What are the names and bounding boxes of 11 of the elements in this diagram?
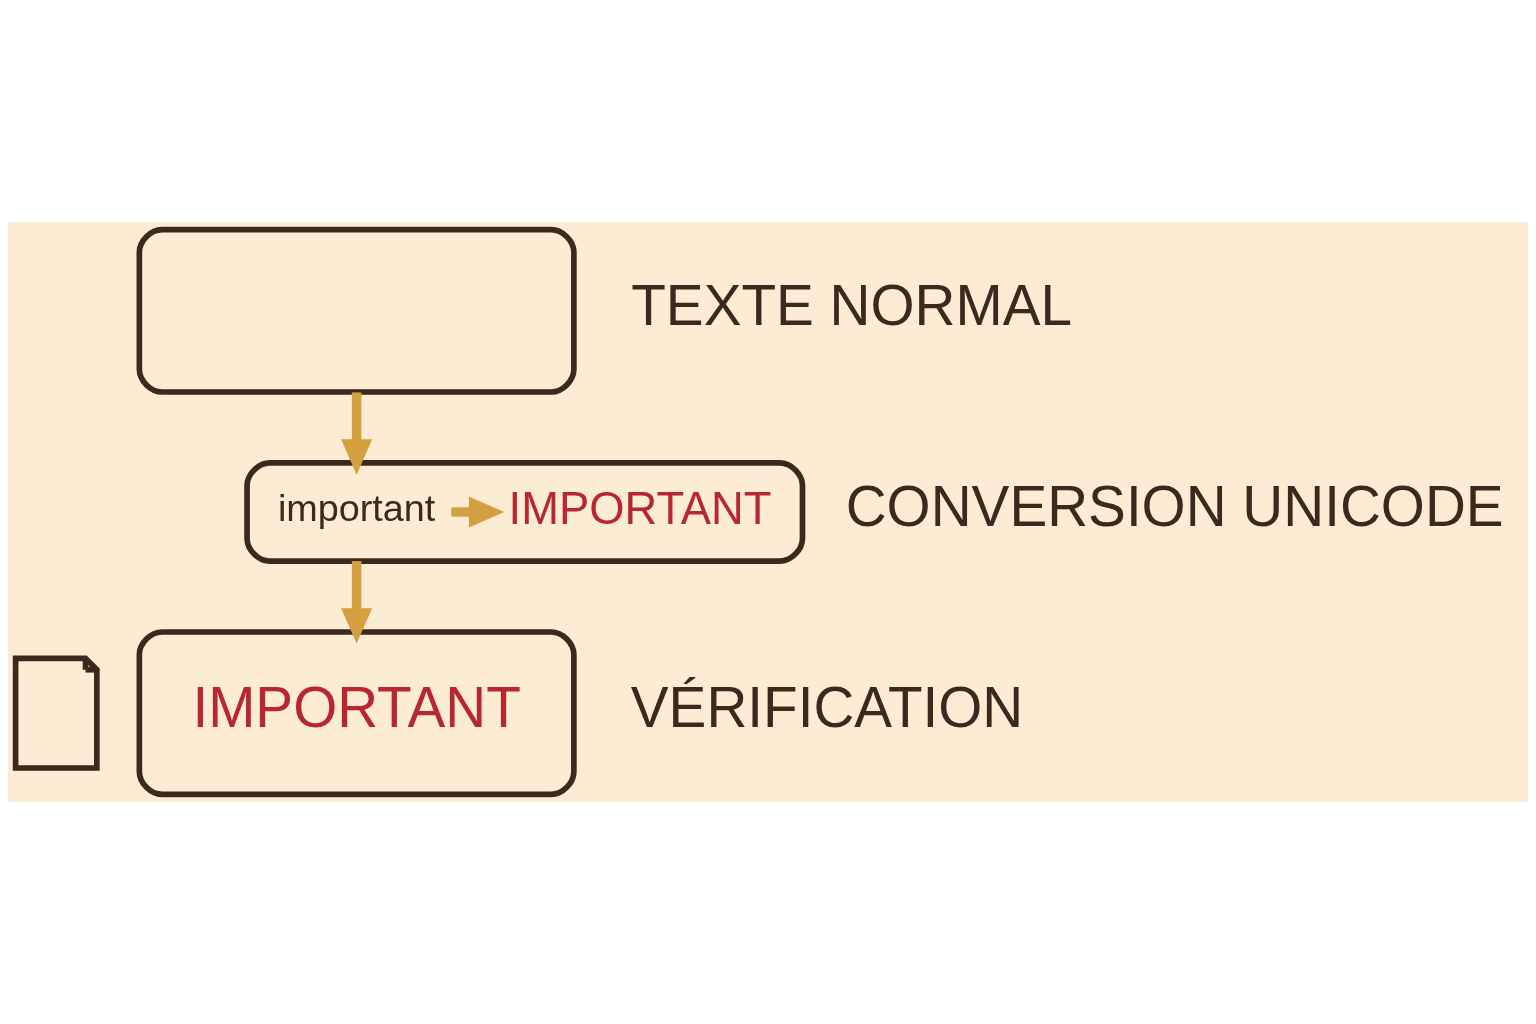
- node-label: VÉRIFICATION: [630, 676, 1024, 740]
- node-label: CONVERSION UNICODE: [845, 475, 1504, 539]
- node-text: important: [277, 487, 436, 530]
- node-text: IMPORTANT: [508, 482, 772, 534]
- arrow: [341, 561, 373, 644]
- node-box: [136, 226, 577, 395]
- node-label: TEXTE NORMAL: [631, 273, 1072, 337]
- arrow: [341, 392, 373, 475]
- arrow: [451, 496, 505, 528]
- cluster: [244, 460, 806, 564]
- node-box: IMPORTANT: [136, 629, 577, 798]
